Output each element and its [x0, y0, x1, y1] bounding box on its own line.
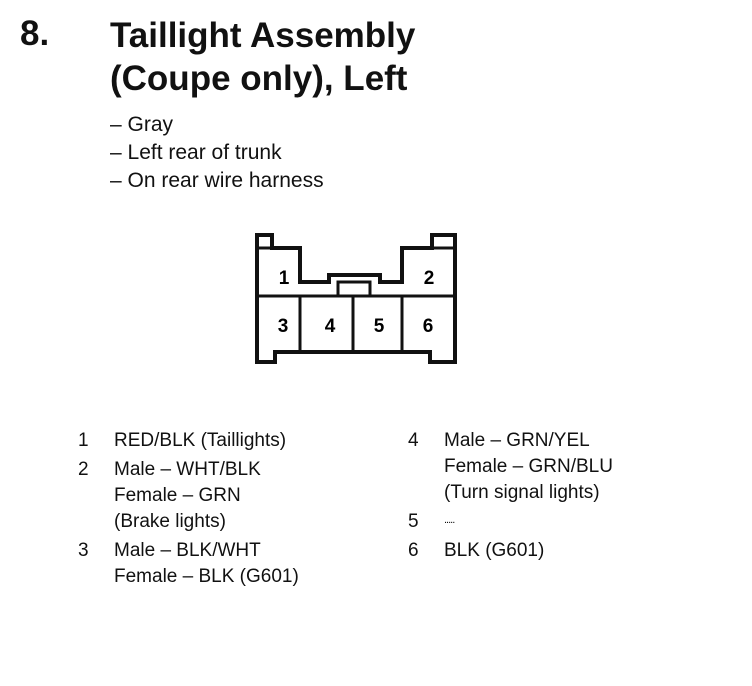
pin-number: 6 — [408, 540, 419, 561]
title-line-1: Taillight Assembly — [110, 16, 416, 55]
title-line-2: (Coupe only), Left — [110, 59, 408, 98]
pin-desc: Female – GRN/BLU — [444, 456, 613, 477]
pin-desc: RED/BLK (Taillights) — [114, 430, 287, 451]
section-number: 8. — [20, 14, 50, 53]
detail-location: – Left rear of trunk — [110, 141, 282, 164]
pin-desc: Male – WHT/BLK — [114, 459, 261, 480]
pin-entry-6: 6 BLK (G601) — [408, 538, 613, 564]
pin-entry-3: 3 Male – BLK/WHT Female – BLK (G601) — [78, 538, 299, 590]
pin-desc: Female – BLK (G601) — [114, 566, 299, 587]
pin-entry-4: 4 Male – GRN/YEL Female – GRN/BLU (Turn … — [408, 428, 613, 506]
connector-diagram: 1 2 3 4 5 6 — [255, 233, 457, 364]
pin-desc: Female – GRN — [114, 485, 241, 506]
cavity-5: 5 — [374, 316, 385, 337]
section-title: Taillight Assembly (Coupe only), Left — [110, 14, 415, 100]
cavity-2: 2 — [424, 268, 435, 289]
pin-entry-1: 1 RED/BLK (Taillights) — [78, 428, 299, 454]
cavity-6: 6 — [423, 316, 434, 337]
pin-entry-5: 5 ..... — [408, 509, 613, 535]
pin-number: 1 — [78, 430, 89, 451]
detail-harness: – On rear wire harness — [110, 169, 324, 192]
pin-number: 4 — [408, 430, 419, 451]
pin-desc: (Turn signal lights) — [444, 482, 600, 503]
pin-entry-2: 2 Male – WHT/BLK Female – GRN (Brake lig… — [78, 457, 299, 535]
pin-desc: (Brake lights) — [114, 511, 226, 532]
pin-number: 3 — [78, 540, 89, 561]
detail-color: – Gray — [110, 113, 174, 136]
cavity-4: 4 — [325, 316, 336, 337]
connector-details: – Gray – Left rear of trunk – On rear wi… — [110, 111, 324, 195]
pin-number: 2 — [78, 459, 89, 480]
connector-housing — [255, 233, 457, 364]
pin-desc: Male – BLK/WHT — [114, 540, 261, 561]
cavity-3: 3 — [278, 316, 289, 337]
pin-list-left: 1 RED/BLK (Taillights) 2 Male – WHT/BLK … — [78, 428, 299, 590]
cavity-1: 1 — [279, 268, 290, 289]
pin-number: 5 — [408, 511, 419, 532]
pin-desc: Male – GRN/YEL — [444, 430, 590, 451]
locking-tab — [336, 280, 372, 298]
pin-desc: ..... — [444, 514, 455, 526]
pin-desc: BLK (G601) — [444, 540, 545, 561]
pin-list-right: 4 Male – GRN/YEL Female – GRN/BLU (Turn … — [408, 428, 613, 564]
